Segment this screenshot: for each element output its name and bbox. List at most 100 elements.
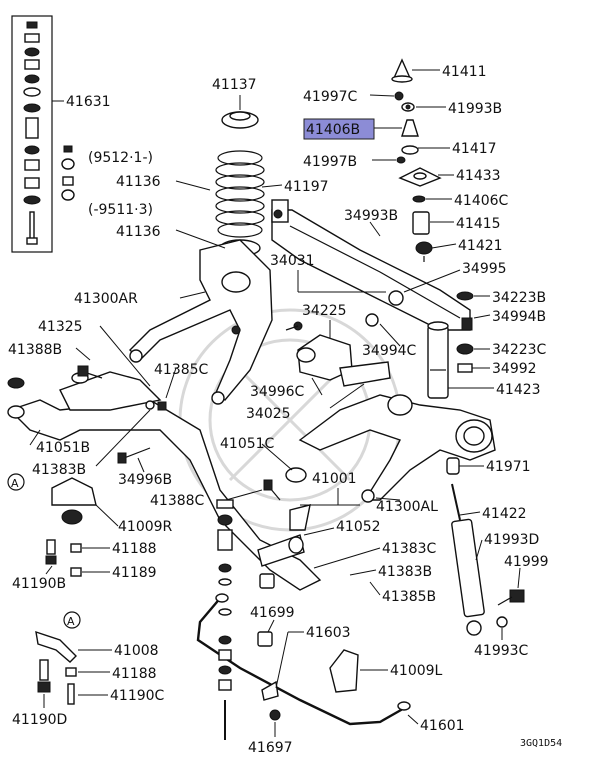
bushing-41971 [446,457,460,475]
bolt-34996b [117,447,151,464]
label-9511[interactable]: (-9511·3) [88,202,153,218]
label-41422[interactable]: 41422 [482,506,527,522]
label-41993c[interactable]: 41993C [474,643,529,659]
label-41417[interactable]: 41417 [452,141,497,157]
label-34025[interactable]: 34025 [246,406,291,422]
label-41699[interactable]: 41699 [250,605,295,621]
label-41406b[interactable]: 41406B [306,122,360,138]
label-34996c[interactable]: 34996C [250,384,305,400]
leader-lines [29,69,521,737]
label-41388c[interactable]: 41388C [150,493,205,509]
label-41601[interactable]: 41601 [420,718,465,734]
label-41009l[interactable]: 41009L [390,663,443,679]
label-41051c[interactable]: 41051C [220,436,275,452]
label-34225[interactable]: 34225 [302,303,347,319]
kit-41631-group[interactable]: 41631 [11,15,111,253]
shock-absorber-41422 [451,483,525,636]
diff-mount-34225 [285,321,391,387]
label-41385c[interactable]: 41385C [154,362,209,378]
label-41415[interactable]: 41415 [456,216,501,232]
label-34995[interactable]: 34995 [462,261,507,277]
label-34994b[interactable]: 34994B [492,309,546,325]
svg-text:A: A [67,615,75,628]
label-41993d[interactable]: 41993D [484,532,539,548]
bushing-stack-lower [216,499,234,586]
label-41997b[interactable]: 41997B [303,154,357,170]
label-41971[interactable]: 41971 [486,459,531,475]
bolt-41388c [263,479,281,501]
bump-stop-41001 [285,467,307,483]
label-41383b-lower[interactable]: 41383B [378,564,432,580]
label-41385b[interactable]: 41385B [382,589,436,605]
label-41997c[interactable]: 41997C [303,89,358,105]
label-41383c[interactable]: 41383C [382,541,437,557]
trailing-arm-41300al [298,394,496,503]
stabilizer-clamp [257,631,281,721]
label-34223c[interactable]: 34223C [492,342,547,358]
kit-41631-parts [23,21,41,245]
washer-41383b [145,400,155,410]
label-34992[interactable]: 34992 [492,361,537,377]
label-41421[interactable]: 41421 [458,238,503,254]
label-41197[interactable]: 41197 [284,179,329,195]
label-41697[interactable]: 41697 [248,740,293,756]
bracket-41009l [329,649,359,693]
label-41190d[interactable]: 41190D [12,712,67,728]
label-41009r[interactable]: 41009R [118,519,173,535]
label-41008[interactable]: 41008 [114,643,159,659]
label-41383b[interactable]: 41383B [32,462,86,478]
bolts-41190b [45,539,82,577]
stabilizer-bar-41601 [196,593,411,726]
label-41136-lower[interactable]: 41136 [116,224,161,240]
label-34993b[interactable]: 34993B [344,208,398,224]
svg-text:A: A [11,477,19,490]
label-41325[interactable]: 41325 [38,319,83,335]
label-41190c[interactable]: 41190C [110,688,165,704]
crossmember-34031 [271,199,473,331]
bolt-41388b [77,365,103,379]
label-41433[interactable]: 41433 [456,168,501,184]
catalog-code: 3GQ1D54 [520,738,562,749]
highlight-41406b [303,118,375,140]
label-41051b[interactable]: 41051B [36,440,90,456]
label-41189[interactable]: 41189 [112,565,157,581]
callout-a-lower: A [63,611,81,629]
label-41406c[interactable]: 41406C [454,193,509,209]
label-41300al[interactable]: 41300AL [376,499,438,515]
bracket-41009r [51,477,97,525]
end-link-stack [218,608,232,740]
label-41999[interactable]: 41999 [504,554,549,570]
bushing-stack-41136 [61,145,75,201]
trailing-arm-41300ar [129,239,273,405]
label-41631[interactable]: 41631 [66,94,111,110]
nut-41385c [157,401,167,411]
label-41136-upper[interactable]: 41136 [116,174,161,190]
label-41052[interactable]: 41052 [336,519,381,535]
shock-mount-parts [391,58,442,262]
label-34223b[interactable]: 34223B [492,290,546,306]
label-41188-lower[interactable]: 41188 [112,666,157,682]
coil-spring [215,150,265,238]
carrier-41052 [257,504,311,589]
label-41137[interactable]: 41137 [212,77,257,93]
coil-spring-group [215,111,265,257]
label-41603[interactable]: 41603 [306,625,351,641]
label-41388b[interactable]: 41388B [8,342,62,358]
label-41188-upper[interactable]: 41188 [112,541,157,557]
callout-a-upper: A [7,473,25,491]
label-41993b[interactable]: 41993B [448,101,502,117]
label-34996b[interactable]: 34996B [118,472,172,488]
label-34031[interactable]: 34031 [270,253,315,269]
label-9512[interactable]: (9512·1-) [88,150,153,166]
label-41300ar[interactable]: 41300AR [74,291,138,307]
label-34994c[interactable]: 34994C [362,343,417,359]
part-labels: 41137 41411 41997C 41993B 41406B 41417 4… [8,64,562,756]
label-41001[interactable]: 41001 [312,471,357,487]
label-41190b[interactable]: 41190B [12,576,66,592]
label-41423[interactable]: 41423 [496,382,541,398]
link-41008 [35,630,77,705]
label-41411[interactable]: 41411 [442,64,487,80]
shock-absorber-41423 [427,321,449,399]
subframe-41001 [7,371,322,591]
